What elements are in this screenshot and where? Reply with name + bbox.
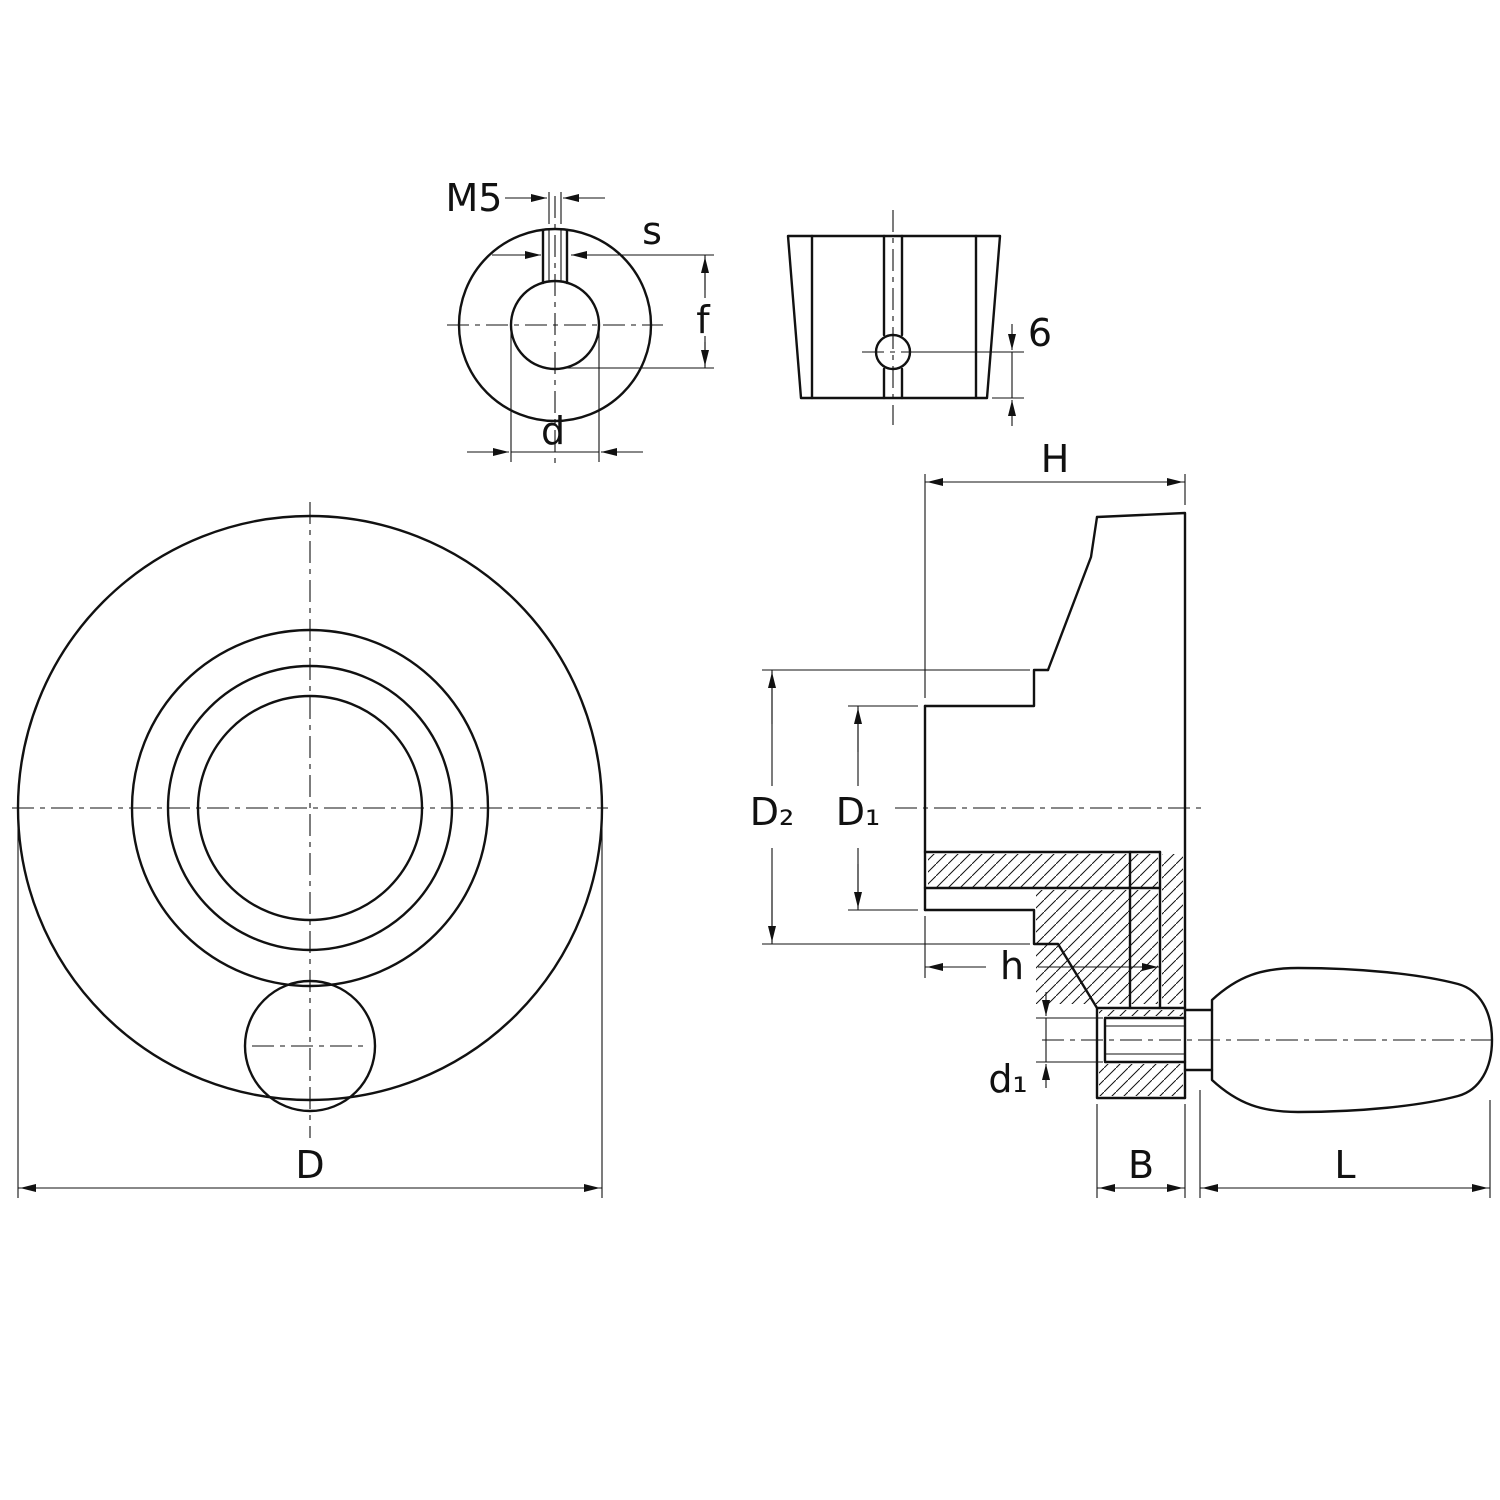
D1-extension-lines [848,705,918,911]
collar-side-centerlines [862,210,930,425]
d-extension-lines [510,332,600,462]
dim-label-D1: D₁ [836,790,881,834]
handle-stud-hole [1103,1016,1187,1064]
dim-label-B: B [1128,1143,1154,1187]
dim-label-h: h [1000,944,1024,988]
six-extension-lines [912,351,1024,399]
collar-side-hole-lines [882,234,904,400]
dim-label-d1: d₁ [988,1057,1027,1101]
boss-bottom-hatch [1099,1064,1183,1096]
dim-label-f: f [696,298,711,342]
dim-label-D2: D₂ [750,790,795,834]
handwheel-front-view: D [12,502,608,1198]
hub-flange-bottom-boss [923,908,1187,1100]
collar-slit-lines [541,228,569,285]
L-extension-lines [1199,1090,1491,1198]
dim-label-6: 6 [1028,311,1052,355]
rim-inner-faces [1128,850,1162,1010]
collar-centerlines [447,196,663,468]
dim-label-D: D [295,1143,324,1187]
collar-thread-lines [548,229,562,281]
handle-neck [1183,1008,1214,1072]
hub-section-hatch [928,854,1158,887]
wheel-centerlines [12,502,608,1138]
rim-outline [1095,511,1187,1100]
d1-extension-lines [1036,1017,1103,1063]
web-section-hatch [1036,890,1158,1004]
dim-label-L: L [1334,1143,1355,1187]
collar-side-view: 6 [786,210,1052,426]
dim-label-s: s [642,209,662,253]
H-extension-lines [924,474,1186,698]
m5-extension-lines [548,192,562,224]
dim-label-d: d [541,409,565,453]
B-extension-lines [1096,1104,1186,1198]
flange-hub-top [923,668,1050,708]
rim-section-hatch [1162,854,1183,1004]
D-extension-lines [17,820,603,1198]
dim-label-H: H [1041,437,1070,481]
section-centerlines [895,807,1496,1041]
collar-side-silhouette-lines [810,234,978,400]
dish-cone-upper [1046,515,1099,672]
dim-label-m5: M5 [446,176,503,220]
collar-side-outline [786,234,1002,400]
D2-extension-lines [762,669,1030,945]
collar-front-view: M5 s f d [446,176,714,468]
handle-stud-thread-lines [1105,1025,1185,1055]
handwheel-section-view: H D₂ D₁ h d₁ B L [750,437,1496,1198]
boss-top-hatch [1099,1010,1183,1016]
